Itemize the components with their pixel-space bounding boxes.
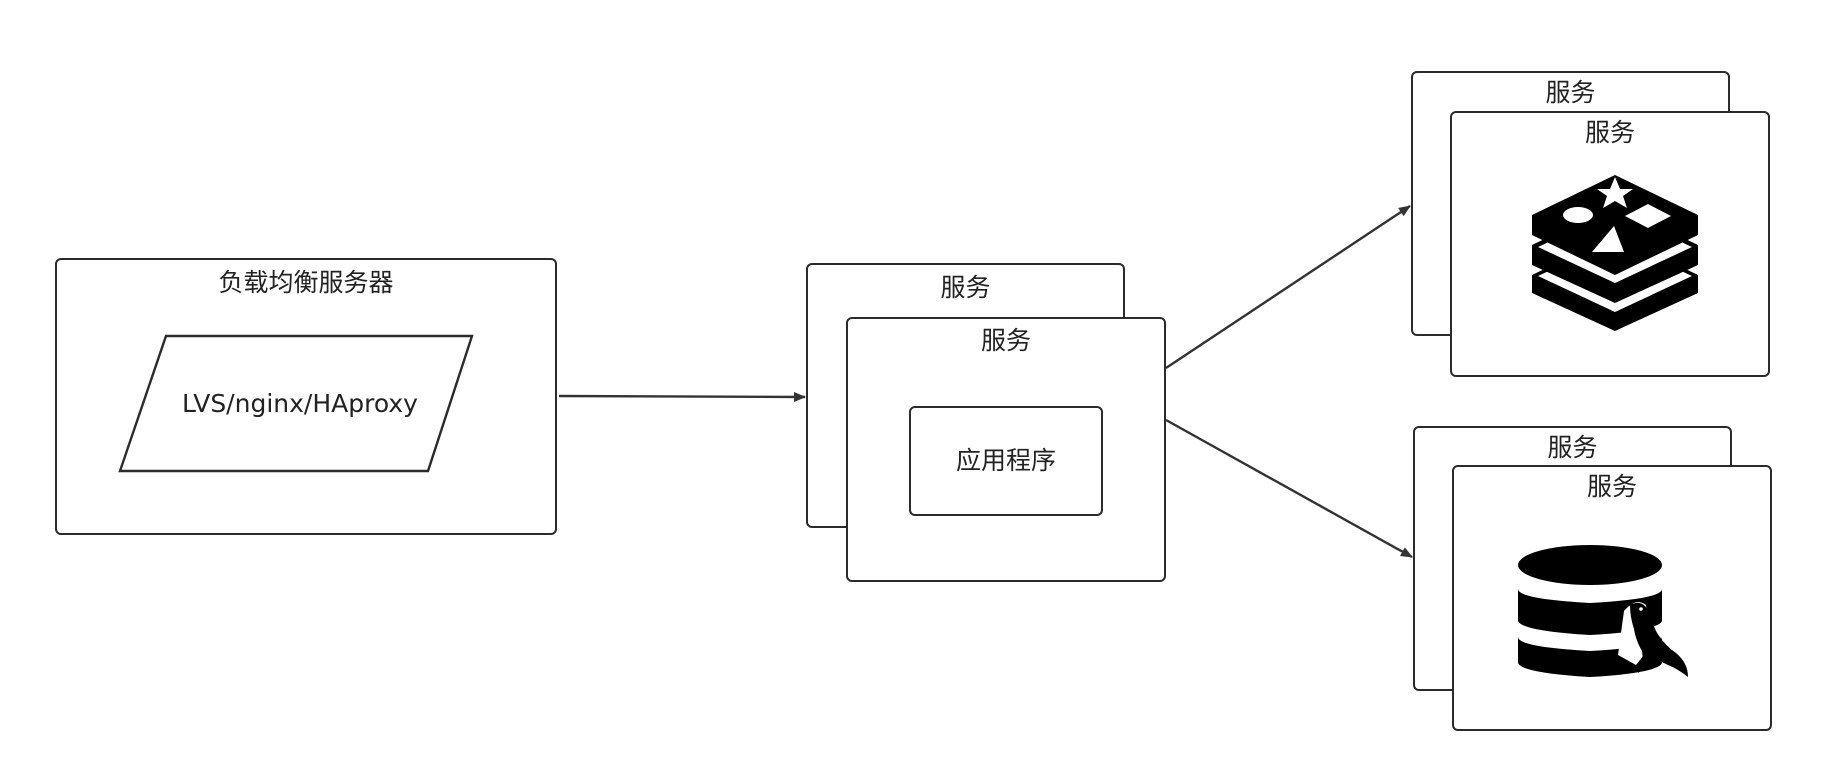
software-label: LVS/nginx/HAproxy <box>182 389 418 418</box>
arrow-lb-to-app <box>558 391 806 402</box>
arrow-app-to-cache <box>1165 205 1411 369</box>
star <box>1597 177 1633 208</box>
software-parallelogram <box>118 334 474 473</box>
mysql-icon <box>1518 545 1688 677</box>
cache-service-front-title: 服务 <box>1584 118 1635 147</box>
application-label: 应用程序 <box>955 446 1056 475</box>
redis-icon <box>1532 175 1698 331</box>
arrow-app-to-db <box>1165 418 1413 559</box>
db-service-back-title: 服务 <box>1547 433 1598 462</box>
application-box: 应用程序 <box>909 406 1103 516</box>
app-service-back-title: 服务 <box>940 273 991 302</box>
app-service-front-box: 服务 应用程序 <box>846 317 1166 582</box>
app-service-front-title: 服务 <box>980 326 1031 355</box>
load-balancer-title: 负载均衡服务器 <box>218 268 394 297</box>
db-service-front-box: 服务 <box>1452 465 1772 731</box>
db-service-front-title: 服务 <box>1586 472 1637 501</box>
cache-service-back-title: 服务 <box>1545 78 1596 107</box>
